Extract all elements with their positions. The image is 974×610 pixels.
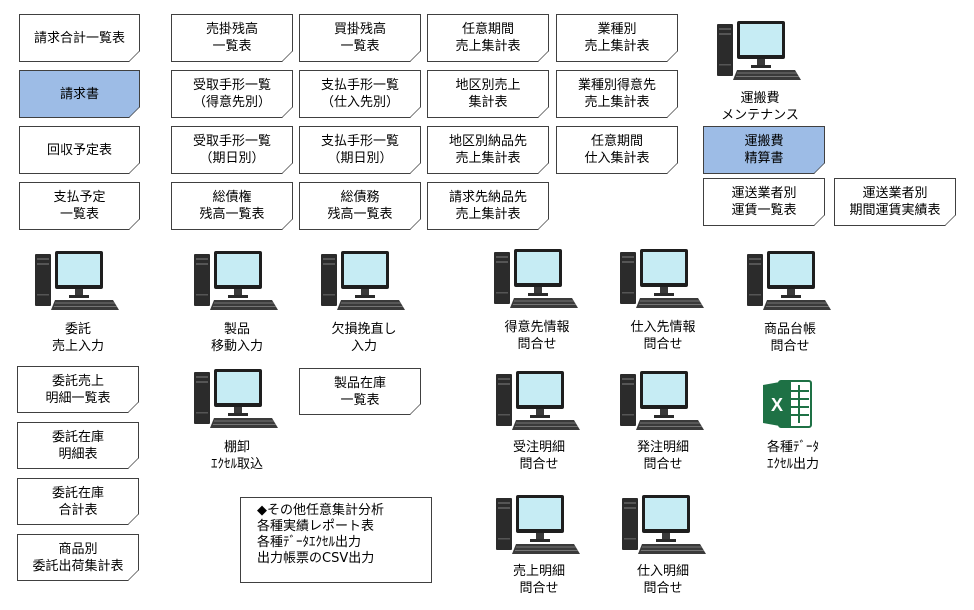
computer-icon [192, 250, 282, 316]
report-label: 地区別売上 集計表 [455, 78, 521, 110]
report-label: 商品別 委託出荷集計表 [32, 541, 124, 574]
other-analysis-note: ◆その他任意集計分析 各種実績レポート表 各種ﾃﾞｰﾀｴｸｾﾙ出力 出力帳票のC… [240, 497, 432, 583]
report-uketori-tegata-tokuisaki: 受取手形一覧 （得意先別） [171, 70, 293, 118]
report-label: 任意期間 売上集計表 [455, 22, 521, 54]
report-seihin-zaiko: 製品在庫 一覧表 [299, 368, 421, 415]
report-label: 支払手形一覧 （仕入先別） [320, 78, 399, 110]
report-itaku-zaiko-goukei: 委託在庫 合計表 [17, 478, 139, 525]
report-itaku-uriage-meisai: 委託売上 明細一覧表 [17, 366, 139, 413]
program-caption: 商品台帳 問合せ [763, 322, 816, 354]
report-nini-kikan-uriage: 任意期間 売上集計表 [427, 14, 549, 62]
report-label: 運搬費 精算書 [744, 134, 784, 166]
report-itaku-zaiko-meisai: 委託在庫 明細表 [17, 422, 139, 469]
program-caption: 委託 売上入力 [51, 322, 104, 354]
report-label: 業種別得意先 売上集計表 [577, 78, 656, 110]
report-chiku-nohinsaki-uriage: 地区別納品先 売上集計表 [427, 126, 549, 174]
report-shiharai-tegata-shiiresaki: 支払手形一覧 （仕入先別） [299, 70, 421, 118]
report-label: 運送業者別 運賃一覧表 [731, 186, 797, 218]
computer-icon [494, 494, 584, 560]
report-label: 委託在庫 明細表 [51, 429, 104, 462]
report-label: 製品在庫 一覧表 [333, 375, 386, 408]
computer-icon [620, 494, 710, 560]
computer-icon [715, 20, 805, 86]
report-label: 支払手形一覧 （期日別） [320, 134, 399, 166]
computer-icon [494, 370, 584, 436]
report-shohin-itaku-shukka: 商品別 委託出荷集計表 [17, 534, 139, 581]
program-caption: 運搬費 メンテナンス [721, 91, 799, 123]
computer-icon [319, 250, 409, 316]
report-label: 受取手形一覧 （得意先別） [192, 78, 271, 110]
report-seikyusho: 請求書 [19, 70, 140, 118]
program-caption: 仕入先情報 問合せ [630, 320, 696, 352]
report-sosaiken-zandaka: 総債権 残高一覧表 [171, 182, 293, 230]
program-caption: 仕入明細 問合せ [636, 564, 689, 596]
report-urikake-zandaka: 売掛残高 一覧表 [171, 14, 293, 62]
report-label: 請求書 [59, 86, 99, 102]
report-gyoshu-uriage: 業種別 売上集計表 [556, 14, 678, 62]
report-label: 回収予定表 [46, 142, 112, 158]
report-seikyusaki-nohinsaki-uriage: 請求先納品先 売上集計表 [427, 182, 549, 230]
report-label: 請求先納品先 売上集計表 [448, 190, 527, 222]
report-label: 総債務 残高一覧表 [327, 190, 393, 222]
report-shiharai-yotei: 支払予定 一覧表 [19, 182, 140, 230]
excel-icon: X [761, 377, 813, 431]
computer-icon [618, 248, 708, 314]
computer-icon [33, 250, 123, 316]
report-shiharai-tegata-kijitsu: 支払手形一覧 （期日別） [299, 126, 421, 174]
report-label: 総債権 残高一覧表 [199, 190, 265, 222]
report-label: 委託売上 明細一覧表 [45, 373, 111, 406]
report-label: 地区別納品先 売上集計表 [448, 134, 527, 166]
computer-icon [492, 248, 582, 314]
report-unpanhi-seisansho: 運搬費 精算書 [703, 126, 825, 174]
excel-letter: X [771, 395, 783, 415]
report-label: 売掛残高 一覧表 [205, 22, 258, 54]
program-caption: 売上明細 問合せ [512, 564, 565, 596]
report-unso-gyosha-kikan-unchin: 運送業者別 期間運賃実績表 [834, 178, 956, 226]
report-label: 運送業者別 期間運賃実績表 [849, 186, 941, 218]
report-label: 業種別 売上集計表 [584, 22, 650, 54]
report-label: 受取手形一覧 （期日別） [192, 134, 271, 166]
report-label: 支払予定 一覧表 [53, 190, 106, 222]
computer-icon [745, 250, 835, 316]
computer-icon [618, 370, 708, 436]
computer-icon [192, 368, 282, 434]
program-caption: 棚卸 ｴｸｾﾙ取込 [210, 440, 263, 472]
report-label: 委託在庫 合計表 [51, 485, 104, 518]
program-caption: 発注明細 問合せ [636, 440, 689, 472]
report-label: 任意期間 仕入集計表 [584, 134, 650, 166]
program-caption: 製品 移動入力 [210, 322, 263, 354]
report-seikyu-goukei: 請求合計一覧表 [19, 14, 140, 62]
report-kaikake-zandaka: 買掛残高 一覧表 [299, 14, 421, 62]
report-sosaimu-zandaka: 総債務 残高一覧表 [299, 182, 421, 230]
report-nini-kikan-shiire: 任意期間 仕入集計表 [556, 126, 678, 174]
program-caption: 受注明細 問合せ [512, 440, 565, 472]
program-caption: 欠損挽直し 入力 [331, 322, 397, 354]
report-unso-gyosha-unchin: 運送業者別 運賃一覧表 [703, 178, 825, 226]
program-caption: 得意先情報 問合せ [504, 320, 570, 352]
report-chiku-uriage: 地区別売上 集計表 [427, 70, 549, 118]
report-label: 買掛残高 一覧表 [333, 22, 386, 54]
report-uketori-tegata-kijitsu: 受取手形一覧 （期日別） [171, 126, 293, 174]
program-caption: 各種ﾃﾞｰﾀ ｴｸｾﾙ出力 [766, 440, 819, 472]
report-label: 請求合計一覧表 [33, 30, 125, 46]
report-gyoshu-tokuisaki-uriage: 業種別得意先 売上集計表 [556, 70, 678, 118]
report-kaishu-yotei: 回収予定表 [19, 126, 140, 174]
